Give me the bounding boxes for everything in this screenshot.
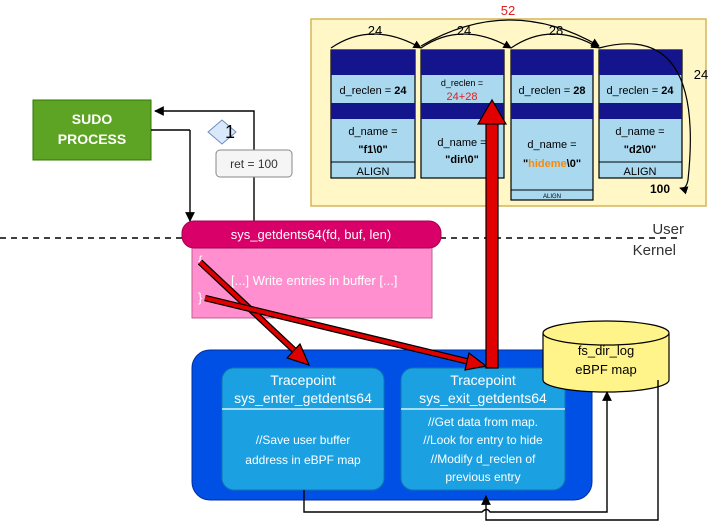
reclen-span-arrows <box>330 19 691 195</box>
map-access-lines <box>303 380 659 521</box>
name-value: "d2\0" <box>624 144 656 156</box>
hidden-name: hideme <box>528 158 567 170</box>
span-label-52: 52 <box>501 3 515 18</box>
close-brace: } <box>198 290 203 305</box>
syscall-signature: sys_getdents64(fd, buf, len) <box>231 227 391 242</box>
open-brace: { <box>198 253 203 268</box>
span-label-3: 28 <box>549 23 563 38</box>
dirent-entry-hideme: d_reclen = 28 d_name = "hideme\0" ALIGN <box>510 49 594 201</box>
dirent-entry-d2: d_reclen = 24 d_name = "d2\0" ALIGN <box>598 49 683 179</box>
span-label-1: 24 <box>368 23 382 38</box>
svg-text:1: 1 <box>225 122 235 142</box>
span-label-2: 24 <box>457 23 471 38</box>
modify-reclen-arrow <box>476 98 508 369</box>
loop-label: 24 <box>694 67 708 82</box>
tracepoint-exit: Tracepoint sys_exit_getdents64 //Get dat… <box>400 367 566 491</box>
tracepoint-enter: Tracepoint sys_enter_getdents64 //Save u… <box>221 367 385 491</box>
name-tail: \0" <box>567 158 581 170</box>
name-quote: " <box>523 158 528 170</box>
sudo-title: SUDO <box>72 111 113 127</box>
name-value: "dir\0" <box>445 154 479 166</box>
name-label: d_name = <box>437 137 486 149</box>
name-value: "f1\0" <box>358 144 387 156</box>
tracepoint-title: Tracepoint <box>450 372 516 388</box>
tracepoint-code-line: //Save user buffer <box>256 433 351 447</box>
tracepoint-name: sys_exit_getdents64 <box>419 390 547 406</box>
tracepoint-title: Tracepoint <box>270 372 336 388</box>
name-label: d_name = <box>615 126 664 138</box>
tracepoint-code-line: //Modify d_reclen of <box>431 452 536 466</box>
syscall-body-text: [...] Write entries in buffer [...] <box>231 273 397 288</box>
step-badge: 1 <box>207 119 237 145</box>
return-value-box <box>215 149 293 178</box>
align-label: ALIGN <box>623 166 656 178</box>
reclen-label: d_reclen = <box>519 85 574 97</box>
reclen-label: d_reclen = <box>441 78 483 88</box>
return-value-label: ret = 100 <box>230 157 278 171</box>
sudo-process-box <box>32 99 152 161</box>
ebpf-map-cylinder: fs_dir_log eBPF map <box>542 320 670 393</box>
dirent-entry-f1: d_reclen = 24 d_name = "f1\0" ALIGN <box>330 49 416 179</box>
tracepoint-code-line: //Get data from map. <box>428 415 538 429</box>
reclen-value: 24 <box>394 85 407 97</box>
hook-arrows <box>197 259 488 371</box>
tracepoint-code-line: previous entry <box>445 470 520 484</box>
reclen-value: 28 <box>573 85 585 97</box>
map-name: fs_dir_log <box>578 343 634 358</box>
svg-text:d_reclen = 24: d_reclen = 24 <box>607 85 675 97</box>
map-type: eBPF map <box>575 362 636 377</box>
total-size-label: 100 <box>650 182 670 196</box>
reclen-label: d_reclen = <box>340 85 395 97</box>
align-label: ALIGN <box>356 166 389 178</box>
reclen-value: 24 <box>661 85 674 97</box>
tracepoint-code-line: address in eBPF map <box>245 453 361 467</box>
svg-text:"hideme\0": "hideme\0" <box>523 158 581 170</box>
reclen-value: 24+28 <box>447 91 478 103</box>
sudo-subtitle: PROCESS <box>58 131 126 147</box>
reclen-label: d_reclen = <box>607 85 662 97</box>
name-label: d_name = <box>348 126 397 138</box>
align-label: ALIGN <box>543 194 561 200</box>
user-space-label: User <box>652 221 684 238</box>
svg-text:d_reclen = 28: d_reclen = 28 <box>519 85 586 97</box>
svg-text:d_reclen = 24: d_reclen = 24 <box>340 85 408 97</box>
kernel-space-label: Kernel <box>633 242 676 259</box>
tracepoint-code-line: //Look for entry to hide <box>423 433 543 447</box>
name-label: d_name = <box>527 139 576 151</box>
syscall-flow-lines <box>151 106 255 222</box>
syscall-header <box>181 220 442 249</box>
tracepoint-name: sys_enter_getdents64 <box>234 390 372 406</box>
